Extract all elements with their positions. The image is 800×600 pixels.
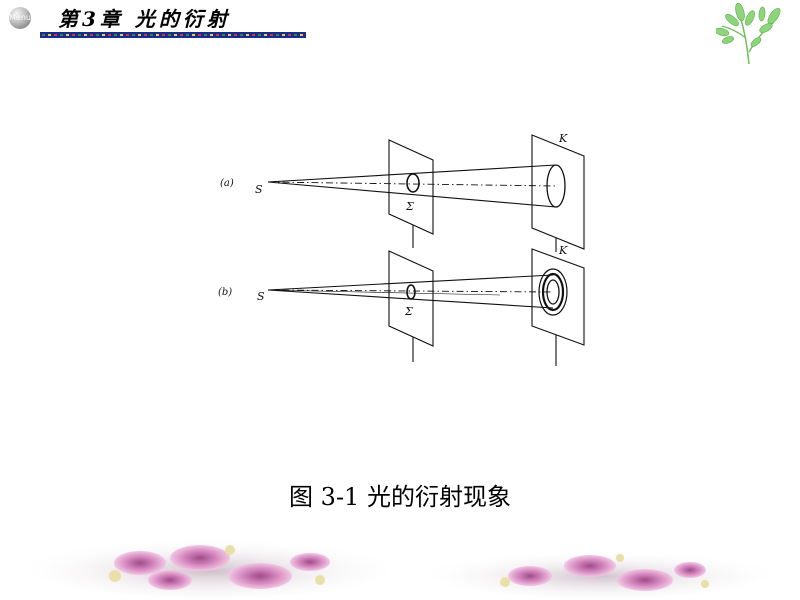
title-bar-dot bbox=[108, 34, 111, 36]
axis-b bbox=[267, 289, 554, 293]
ray-a-lower bbox=[267, 181, 557, 208]
flower-decoration-right bbox=[430, 550, 770, 598]
title-bar-dot bbox=[264, 34, 267, 36]
source-label-b: S bbox=[257, 290, 265, 303]
title-bar-dot bbox=[102, 34, 105, 36]
label-a: (a) bbox=[220, 178, 234, 189]
title-bar-dot bbox=[216, 34, 219, 36]
title-bar-dot bbox=[84, 34, 87, 36]
title-bar-dot bbox=[66, 34, 69, 36]
title-bar-dot bbox=[120, 34, 123, 36]
aperture-plate-b bbox=[388, 250, 434, 347]
title-bar-dot bbox=[282, 34, 285, 36]
title-bar-dot bbox=[168, 34, 171, 36]
title-bar-dot bbox=[276, 34, 279, 36]
title-bar-dot bbox=[246, 34, 249, 36]
title-bar-dot bbox=[78, 34, 81, 36]
title-bar-dot bbox=[180, 34, 183, 36]
chapter-title: 第3章 光的衍射 bbox=[58, 7, 231, 31]
screen-a bbox=[531, 134, 585, 250]
menu-button[interactable]: Menu bbox=[9, 7, 31, 29]
diffraction-ring-middle bbox=[541, 272, 565, 312]
axis-a bbox=[267, 181, 557, 187]
title-bar-dot bbox=[258, 34, 261, 36]
diffraction-diagram: (a) S Σ K (b) S Σ K bbox=[218, 132, 585, 366]
title-bar-dot bbox=[240, 34, 243, 36]
title-bar-dot bbox=[54, 34, 57, 36]
screen-label-a: K bbox=[558, 132, 568, 145]
title-bar-dot bbox=[222, 34, 225, 36]
source-label-a: S bbox=[255, 183, 263, 196]
aperture-hole-a bbox=[406, 173, 420, 193]
ray-b-upper bbox=[267, 274, 554, 291]
title-bar-dot bbox=[294, 34, 297, 36]
title-bar-dot bbox=[204, 34, 207, 36]
title-bar-dot bbox=[252, 34, 255, 36]
title-bar-dot bbox=[150, 34, 153, 36]
figure-caption: 图 3-1 光的衍射现象 bbox=[289, 483, 511, 511]
ray-a-upper bbox=[267, 164, 557, 183]
title-bar-dot bbox=[42, 34, 45, 36]
ray-b-lower bbox=[267, 289, 554, 309]
title-bar-dot bbox=[300, 34, 303, 36]
title-bar-dot bbox=[96, 34, 99, 36]
aperture-label-a: Σ bbox=[405, 200, 414, 213]
label-b: (b) bbox=[218, 287, 232, 298]
title-bar-dot bbox=[210, 34, 213, 36]
title-bar-dot bbox=[90, 34, 93, 36]
ray-b-mid bbox=[267, 289, 501, 296]
header: Menu 第3章 光的衍射 bbox=[0, 0, 800, 65]
aperture-hole-b bbox=[406, 284, 416, 300]
flower-decoration-left bbox=[30, 538, 390, 598]
title-bar-dot bbox=[198, 34, 201, 36]
aperture-plate-a bbox=[388, 139, 434, 235]
screen-b bbox=[531, 248, 585, 346]
title-bar-dot bbox=[228, 34, 231, 36]
title-bar-dot bbox=[132, 34, 135, 36]
screen-label-b: K bbox=[558, 244, 568, 257]
title-bar-dot bbox=[162, 34, 165, 36]
title-bar-dot bbox=[126, 34, 129, 36]
menu-button-label: Menu bbox=[9, 13, 31, 22]
title-bar-dot bbox=[174, 34, 177, 36]
title-bar-dot bbox=[234, 34, 237, 36]
title-bar-dot bbox=[156, 34, 159, 36]
title-bar-dot bbox=[186, 34, 189, 36]
title-bar-dot bbox=[270, 34, 273, 36]
title-bar-dot bbox=[138, 34, 141, 36]
title-bar-dot bbox=[288, 34, 291, 36]
title-bar-dot bbox=[60, 34, 63, 36]
title-bar-dot bbox=[72, 34, 75, 36]
title-bar-dot bbox=[48, 34, 51, 36]
title-bar-dot bbox=[114, 34, 117, 36]
title-underline-bar bbox=[40, 32, 306, 38]
title-bar-dot bbox=[144, 34, 147, 36]
leaf-decoration-icon bbox=[716, 2, 781, 65]
title-bar-dot bbox=[192, 34, 195, 36]
aperture-label-b: Σ bbox=[404, 305, 413, 318]
